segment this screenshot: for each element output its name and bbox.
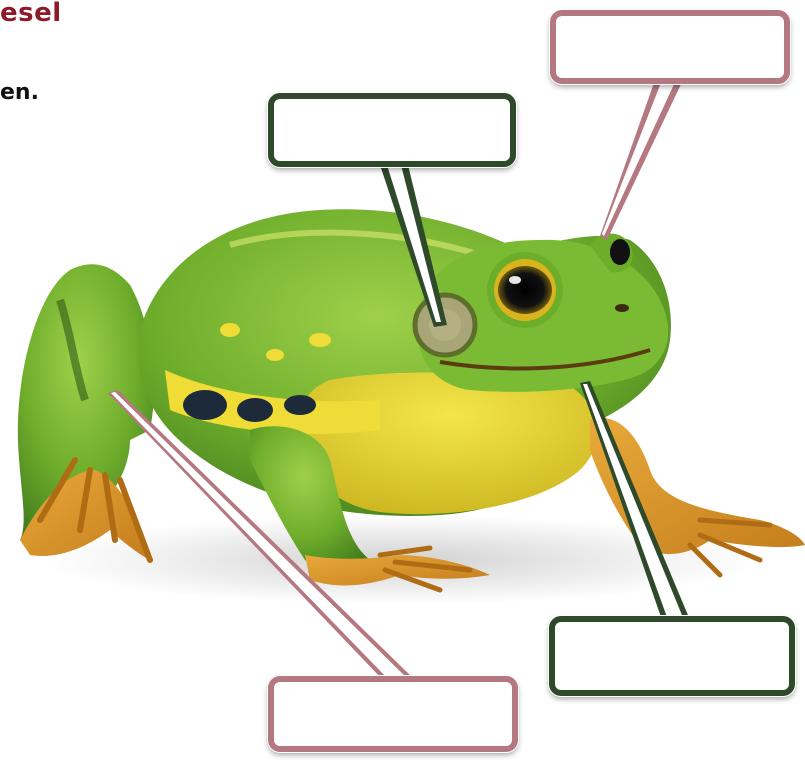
label-box-throat[interactable]	[549, 616, 795, 696]
pointer-nostril	[600, 80, 683, 240]
label-box-hind-leg[interactable]	[268, 676, 518, 752]
label-box-eardrum[interactable]	[268, 93, 516, 167]
label-box-nostril[interactable]	[550, 10, 790, 84]
nostril	[615, 304, 629, 312]
eye	[487, 252, 563, 328]
